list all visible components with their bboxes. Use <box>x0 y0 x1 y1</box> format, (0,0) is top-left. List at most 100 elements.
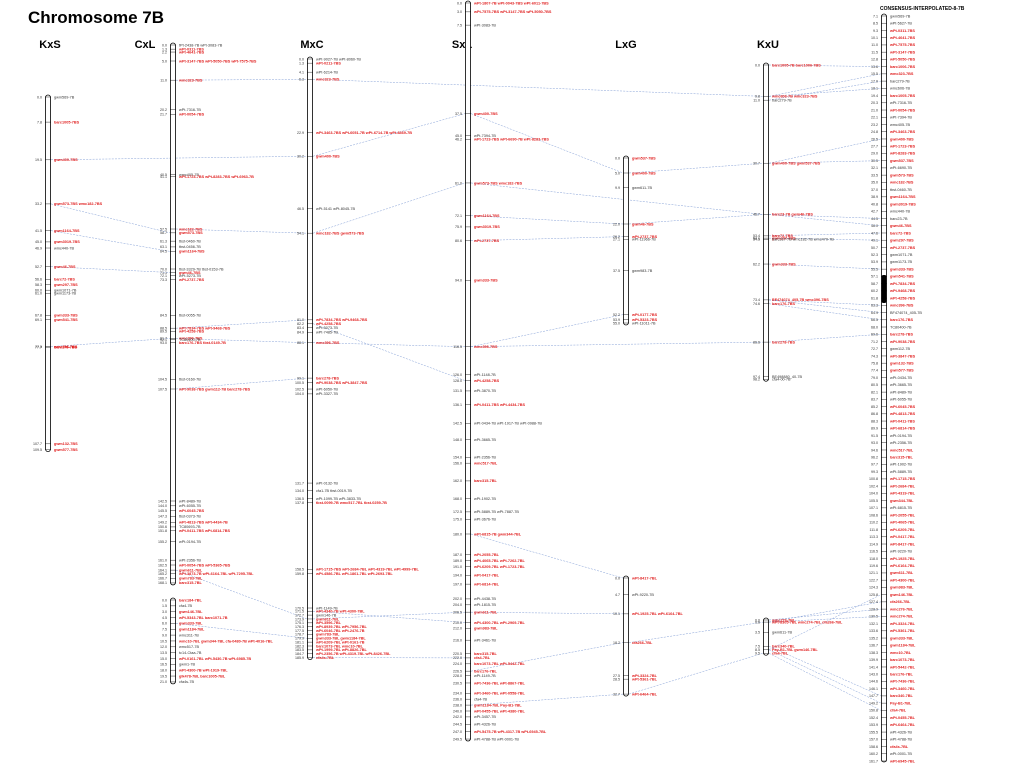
marker-position: 22.1 <box>871 116 878 120</box>
marker-label: wPt-4586-7BL wPt-1861-7BL wPt-2693-7BL <box>315 572 393 576</box>
marker-position: 155.5 <box>869 730 878 734</box>
marker-position: 79.0 <box>871 376 878 380</box>
marker-position: 147.7 <box>869 694 878 698</box>
marker-label: wPt-9220-7B <box>632 593 654 597</box>
marker-position: 107.1 <box>869 506 878 510</box>
marker-position: 11.0 <box>753 99 760 103</box>
marker-label: wPt-0054-7BS <box>889 108 916 112</box>
marker-position: 168.1 <box>158 581 167 585</box>
marker-label: wPt-3870-7B <box>474 389 496 393</box>
marker-label: gwm1184-7BL <box>890 644 916 648</box>
marker-label: tc14-Ctaa-7B <box>179 651 202 655</box>
marker-position: 182.3 <box>295 644 304 648</box>
marker-position: 42.7 <box>871 210 878 214</box>
marker-label: wPt-0311-7BS <box>889 29 915 33</box>
chromosome-bar <box>307 56 313 660</box>
marker-position: 10.1 <box>871 36 878 40</box>
marker-label: gwm112-7B <box>890 347 910 351</box>
marker-label: wmc10-7BL gwm344-7BL cfa-0480-7B wPt-401… <box>178 639 273 643</box>
marker-position: 21.0 <box>160 680 167 684</box>
marker-label: wmc274-7BL <box>889 615 914 619</box>
marker-position: 166.7 <box>158 577 167 581</box>
marker-label: wPt-6464-7BL <box>889 723 916 727</box>
marker-position: 40.8 <box>871 202 878 206</box>
marker-link <box>50 338 171 347</box>
marker-position: 92.1 <box>160 338 167 342</box>
marker-position: 8.5 <box>755 648 760 652</box>
marker-position: 67.8 <box>35 314 42 318</box>
marker-position: 60.0 <box>35 289 42 293</box>
marker-position: 165.2 <box>158 572 167 576</box>
marker-label: wPt-4065-7BL <box>889 521 916 525</box>
marker-label: wmc405-7B <box>890 123 911 127</box>
marker-label: wPt-5343-7BL barc1071-7B <box>178 616 228 620</box>
marker-label: barc1005-7B barc1006-7BS <box>772 63 821 67</box>
marker-position: 62.2 <box>753 262 760 266</box>
marker-label: gwm132-7BS <box>54 442 78 446</box>
marker-position: 127.4 <box>869 600 878 604</box>
marker-position: 18.1 <box>871 87 878 91</box>
marker-position: 93.0 <box>160 341 167 345</box>
marker-link <box>175 338 308 343</box>
marker-label: wPt-7485-7B <box>316 331 338 335</box>
marker-position: 19.4 <box>871 94 878 98</box>
marker-label: cfa4-7B <box>474 698 488 702</box>
marker-position: 69.1 <box>35 318 42 322</box>
marker-label: wPt-3873-7B wPt-6164-7BL wPt-7295-7BL <box>178 572 254 576</box>
marker-position: 1.5 <box>162 604 167 608</box>
marker-label: gwm297-7BS <box>772 236 796 240</box>
marker-label: wPt-1715-7BS <box>889 477 916 481</box>
marker-position: 171.5 <box>295 610 304 614</box>
marker-label: barc176-7BS <box>54 345 77 349</box>
marker-position: 197.0 <box>453 582 462 586</box>
marker-label: gwm783-7BL <box>179 577 203 581</box>
marker-position: 94.0 <box>455 279 462 283</box>
marker-position: 191.0 <box>453 565 462 569</box>
marker-position: 21.0 <box>871 108 878 112</box>
marker-link <box>470 611 624 615</box>
marker-label: gwm1071-7B <box>890 253 913 257</box>
marker-label: wPt-1925-7BL wPt-6164-7BL <box>631 612 683 616</box>
marker-label: wPt-7834-7BS wPt-9468-7BS <box>315 318 368 322</box>
marker-position: 16.5 <box>160 663 167 667</box>
marker-label: gwm400-7BS gwm537-7BS <box>772 162 821 166</box>
marker-label: gwm1173-7B <box>890 260 913 264</box>
marker-label: BF474074_405-7B wmc396-7BS <box>772 298 829 302</box>
marker-position: 125.8 <box>869 593 878 597</box>
marker-position: 150.6 <box>158 525 167 529</box>
marker-position: 146.1 <box>869 687 878 691</box>
marker-position: 83.7 <box>871 398 878 402</box>
marker-position: 84.9 <box>297 331 304 335</box>
marker-label: wPt-9468-7BS <box>889 289 916 293</box>
marker-label: barc315-7BL <box>474 479 497 483</box>
marker-position: 19.5 <box>160 674 167 678</box>
marker-position: 37.0 <box>871 188 878 192</box>
marker-label: wPt-6209-7BL wPt-0161-7B <box>315 640 365 644</box>
marker-position: 7.5 <box>162 628 167 632</box>
marker-position: 147.3 <box>158 515 167 519</box>
marker-position: 63.3 <box>871 304 878 308</box>
marker-position: 47.6 <box>871 231 878 235</box>
marker-label: wPt-5361-7BL <box>631 677 658 681</box>
marker-label: barc278-7BS <box>890 333 913 337</box>
marker-position: 18.2 <box>613 641 620 645</box>
marker-position: 113.3 <box>869 535 878 539</box>
marker-position: 121.1 <box>869 571 878 575</box>
marker-position: 8.5 <box>873 22 878 26</box>
marker-position: 68.0 <box>871 325 878 329</box>
marker-position: 176.3 <box>295 625 304 629</box>
marker-position: 41.1 <box>160 175 167 179</box>
marker-link <box>175 569 308 620</box>
marker-position: 181.1 <box>295 640 304 644</box>
marker-link <box>470 642 624 672</box>
marker-label: wPt-9038-7BS <box>889 340 916 344</box>
marker-label: gwm1164-7BS <box>890 195 916 199</box>
marker-position: 69.6 <box>871 333 878 337</box>
marker-position: 3.0 <box>162 610 167 614</box>
marker-link <box>470 182 764 215</box>
marker-link <box>768 214 882 219</box>
marker-position: 80.6 <box>455 239 462 243</box>
marker-label: barc23-7B <box>890 217 908 221</box>
marker-position: 27.1 <box>613 238 620 242</box>
marker-position: 55.5 <box>871 267 878 271</box>
